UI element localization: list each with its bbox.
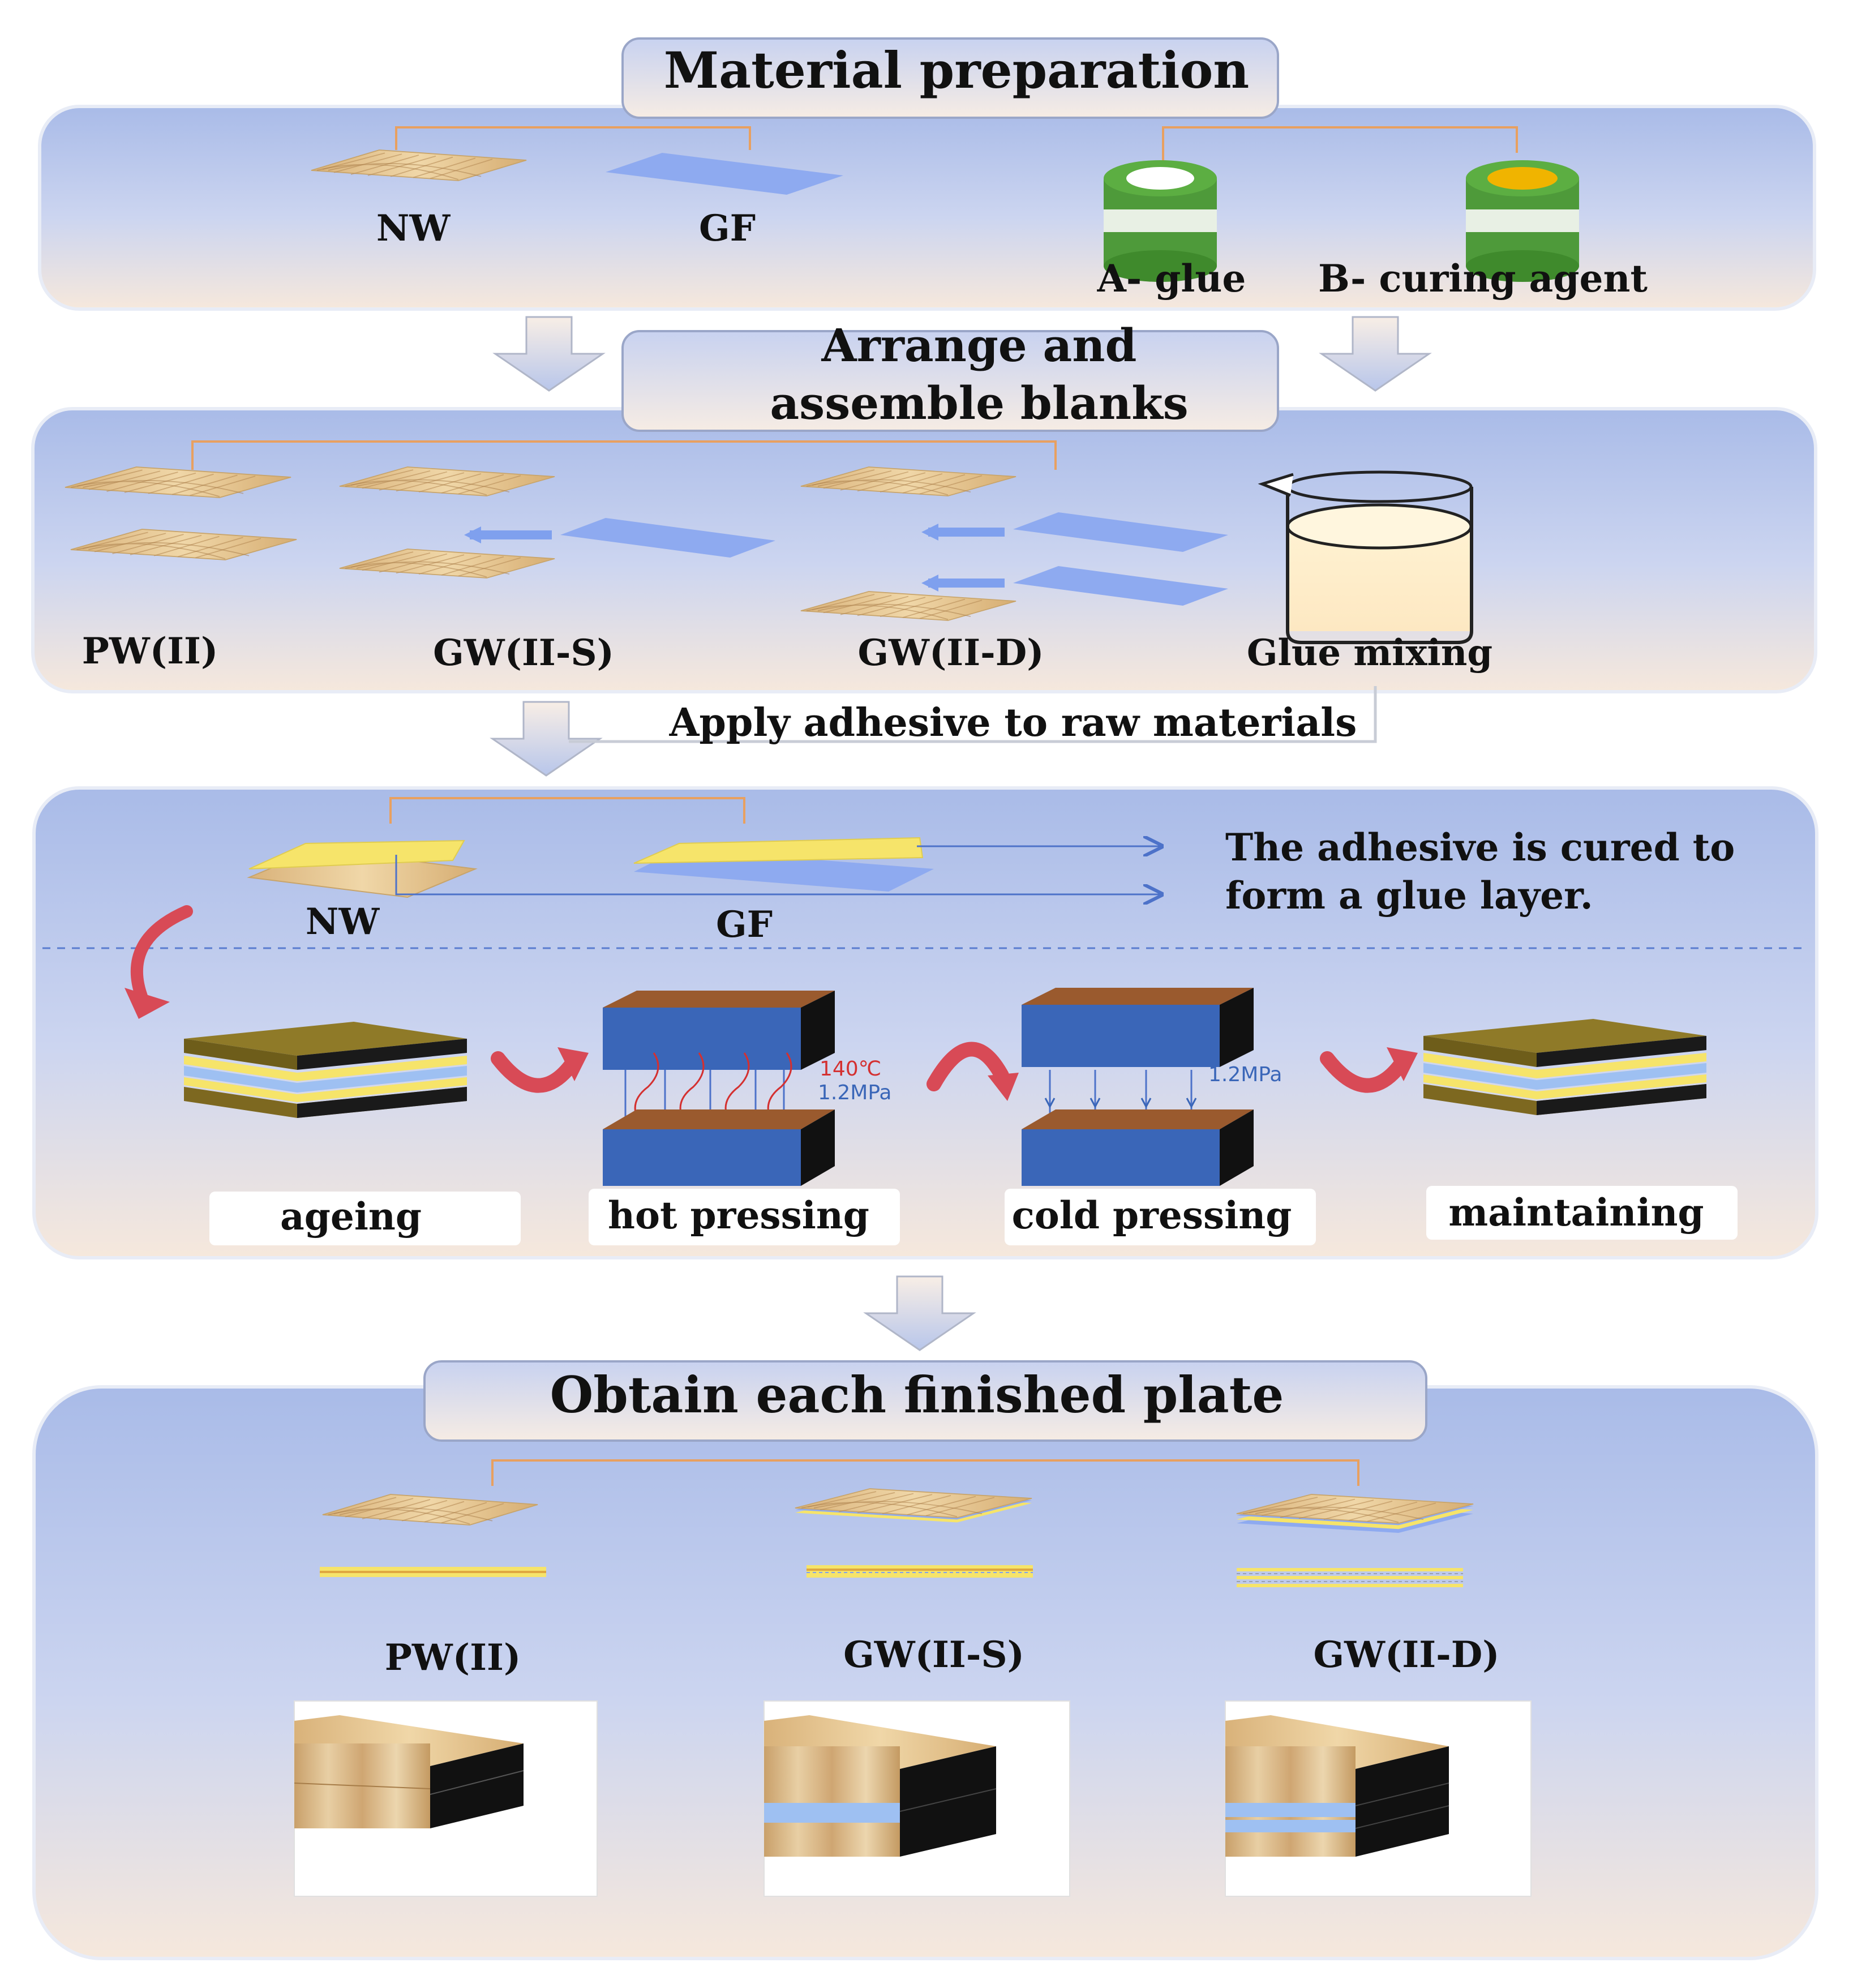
label-nw-glued: NW — [306, 901, 380, 943]
title-box-2 — [621, 330, 1279, 432]
label-gf-glued: GF — [716, 903, 773, 946]
label-gws: GW(II-S) — [433, 632, 614, 674]
a-glue-cylinder-icon — [1104, 160, 1217, 282]
nw-glued-strip — [247, 839, 478, 898]
hot-pressure-label: 1.2MPa — [818, 1081, 891, 1104]
label-gws-final: GW(II-S) — [843, 1634, 1024, 1676]
hot-press — [603, 991, 835, 1186]
label-pw: PW(II) — [82, 630, 218, 672]
step-box-maintaining — [1426, 1186, 1738, 1240]
panel-3 — [32, 786, 1818, 1259]
cured-note-line1: The adhesive is cured to — [1225, 825, 1735, 869]
down-arrow-left-1 — [492, 316, 606, 392]
label-b-curing: B- curing agent — [1318, 256, 1648, 301]
gf-strip — [606, 153, 843, 195]
stage1-title: Material preparation — [664, 41, 1250, 100]
label-gf: GF — [699, 207, 756, 250]
label-gwd-final: GW(II-D) — [1313, 1634, 1499, 1676]
step-maintaining: maintaining — [1448, 1190, 1704, 1235]
pointer-line-2 — [395, 855, 1160, 894]
down-arrow-center-3 — [863, 1275, 976, 1351]
gws-cross-section — [807, 1565, 1033, 1578]
step-ageing: ageing — [280, 1194, 422, 1239]
curved-arrow-2-icon — [926, 1042, 1019, 1101]
step-box-hot — [589, 1189, 900, 1245]
curved-arrow-1-icon — [491, 1047, 589, 1093]
title-box-4 — [423, 1360, 1427, 1442]
gws-board-render — [763, 1700, 1070, 1897]
stage-finished-plates: Obtain each finished plate PW(II) GW(II-… — [32, 1360, 1818, 1960]
stage-material-preparation: Material preparation NW GF A- glue B- cu… — [38, 37, 1816, 311]
step-box-ageing — [209, 1192, 521, 1245]
gwd-final-strip — [1236, 1493, 1474, 1533]
gwd-board-render — [1225, 1700, 1532, 1897]
label-gwd: GW(II-D) — [857, 632, 1044, 674]
gws-final-strip — [794, 1488, 1033, 1523]
gwd-glass-strip-2 — [1013, 566, 1228, 606]
cold-pressure-label: 1.2MPa — [1208, 1063, 1282, 1086]
label-pw-final: PW(II) — [385, 1636, 521, 1679]
maintaining-stack — [1423, 1019, 1706, 1115]
pw-board-render — [294, 1700, 598, 1897]
gf-glued-strip — [633, 837, 934, 892]
gwd-glass-strip-1 — [1013, 512, 1228, 552]
cured-note-line2: form a glue layer. — [1225, 873, 1593, 918]
brace-stage4 — [491, 1459, 1359, 1486]
cold-press — [1022, 988, 1254, 1186]
label-glue-mixing: Glue mixing — [1247, 632, 1492, 674]
step-box-cold — [1005, 1189, 1316, 1245]
stage2-title-line2: assemble blanks — [770, 376, 1188, 430]
step-hot-pressing: hot pressing — [608, 1193, 869, 1237]
apply-adhesive-label: Apply adhesive to raw materials — [669, 700, 1357, 746]
b-curing-cylinder-icon — [1466, 160, 1579, 282]
gws-insert-arrow-icon — [464, 526, 552, 543]
stage4-title: Obtain each finished plate — [550, 1365, 1284, 1424]
brace-stage2 — [191, 440, 1057, 470]
curved-arrow-3-icon — [1320, 1047, 1418, 1093]
pw-cross-section — [320, 1567, 546, 1577]
title-box-1 — [621, 37, 1279, 119]
stage2-title-line1: Arrange and — [821, 319, 1137, 372]
gwd-cross-section — [1237, 1568, 1463, 1587]
gws-glass-strip — [560, 518, 775, 558]
gwd-insert-arrow-2-icon — [921, 575, 1005, 592]
gwd-insert-arrow-1-icon — [921, 524, 1005, 541]
curved-arrow-down-icon — [125, 905, 193, 1019]
stage-curing-pressing: NW GF The adhesive is cured to form a gl… — [32, 786, 1818, 1259]
down-arrow-left-2 — [490, 701, 603, 777]
brace-a-b — [1162, 126, 1518, 170]
brace-stage3 — [389, 797, 745, 824]
down-arrow-right-1 — [1319, 316, 1432, 392]
beaker-icon — [1258, 470, 1473, 644]
hot-temp-label: 140℃ — [820, 1057, 881, 1081]
step-cold-pressing: cold pressing — [1012, 1193, 1292, 1237]
label-nw: NW — [376, 207, 451, 250]
brace-nw-gf — [395, 126, 751, 150]
ageing-stack — [184, 1022, 467, 1118]
label-a-glue: A- glue — [1097, 256, 1246, 301]
stage-arrange-assemble: Arrange and assemble blanks PW(II) GW(II… — [31, 319, 1817, 693]
apply-adhesive-connector: Apply adhesive to raw materials — [490, 686, 1377, 777]
